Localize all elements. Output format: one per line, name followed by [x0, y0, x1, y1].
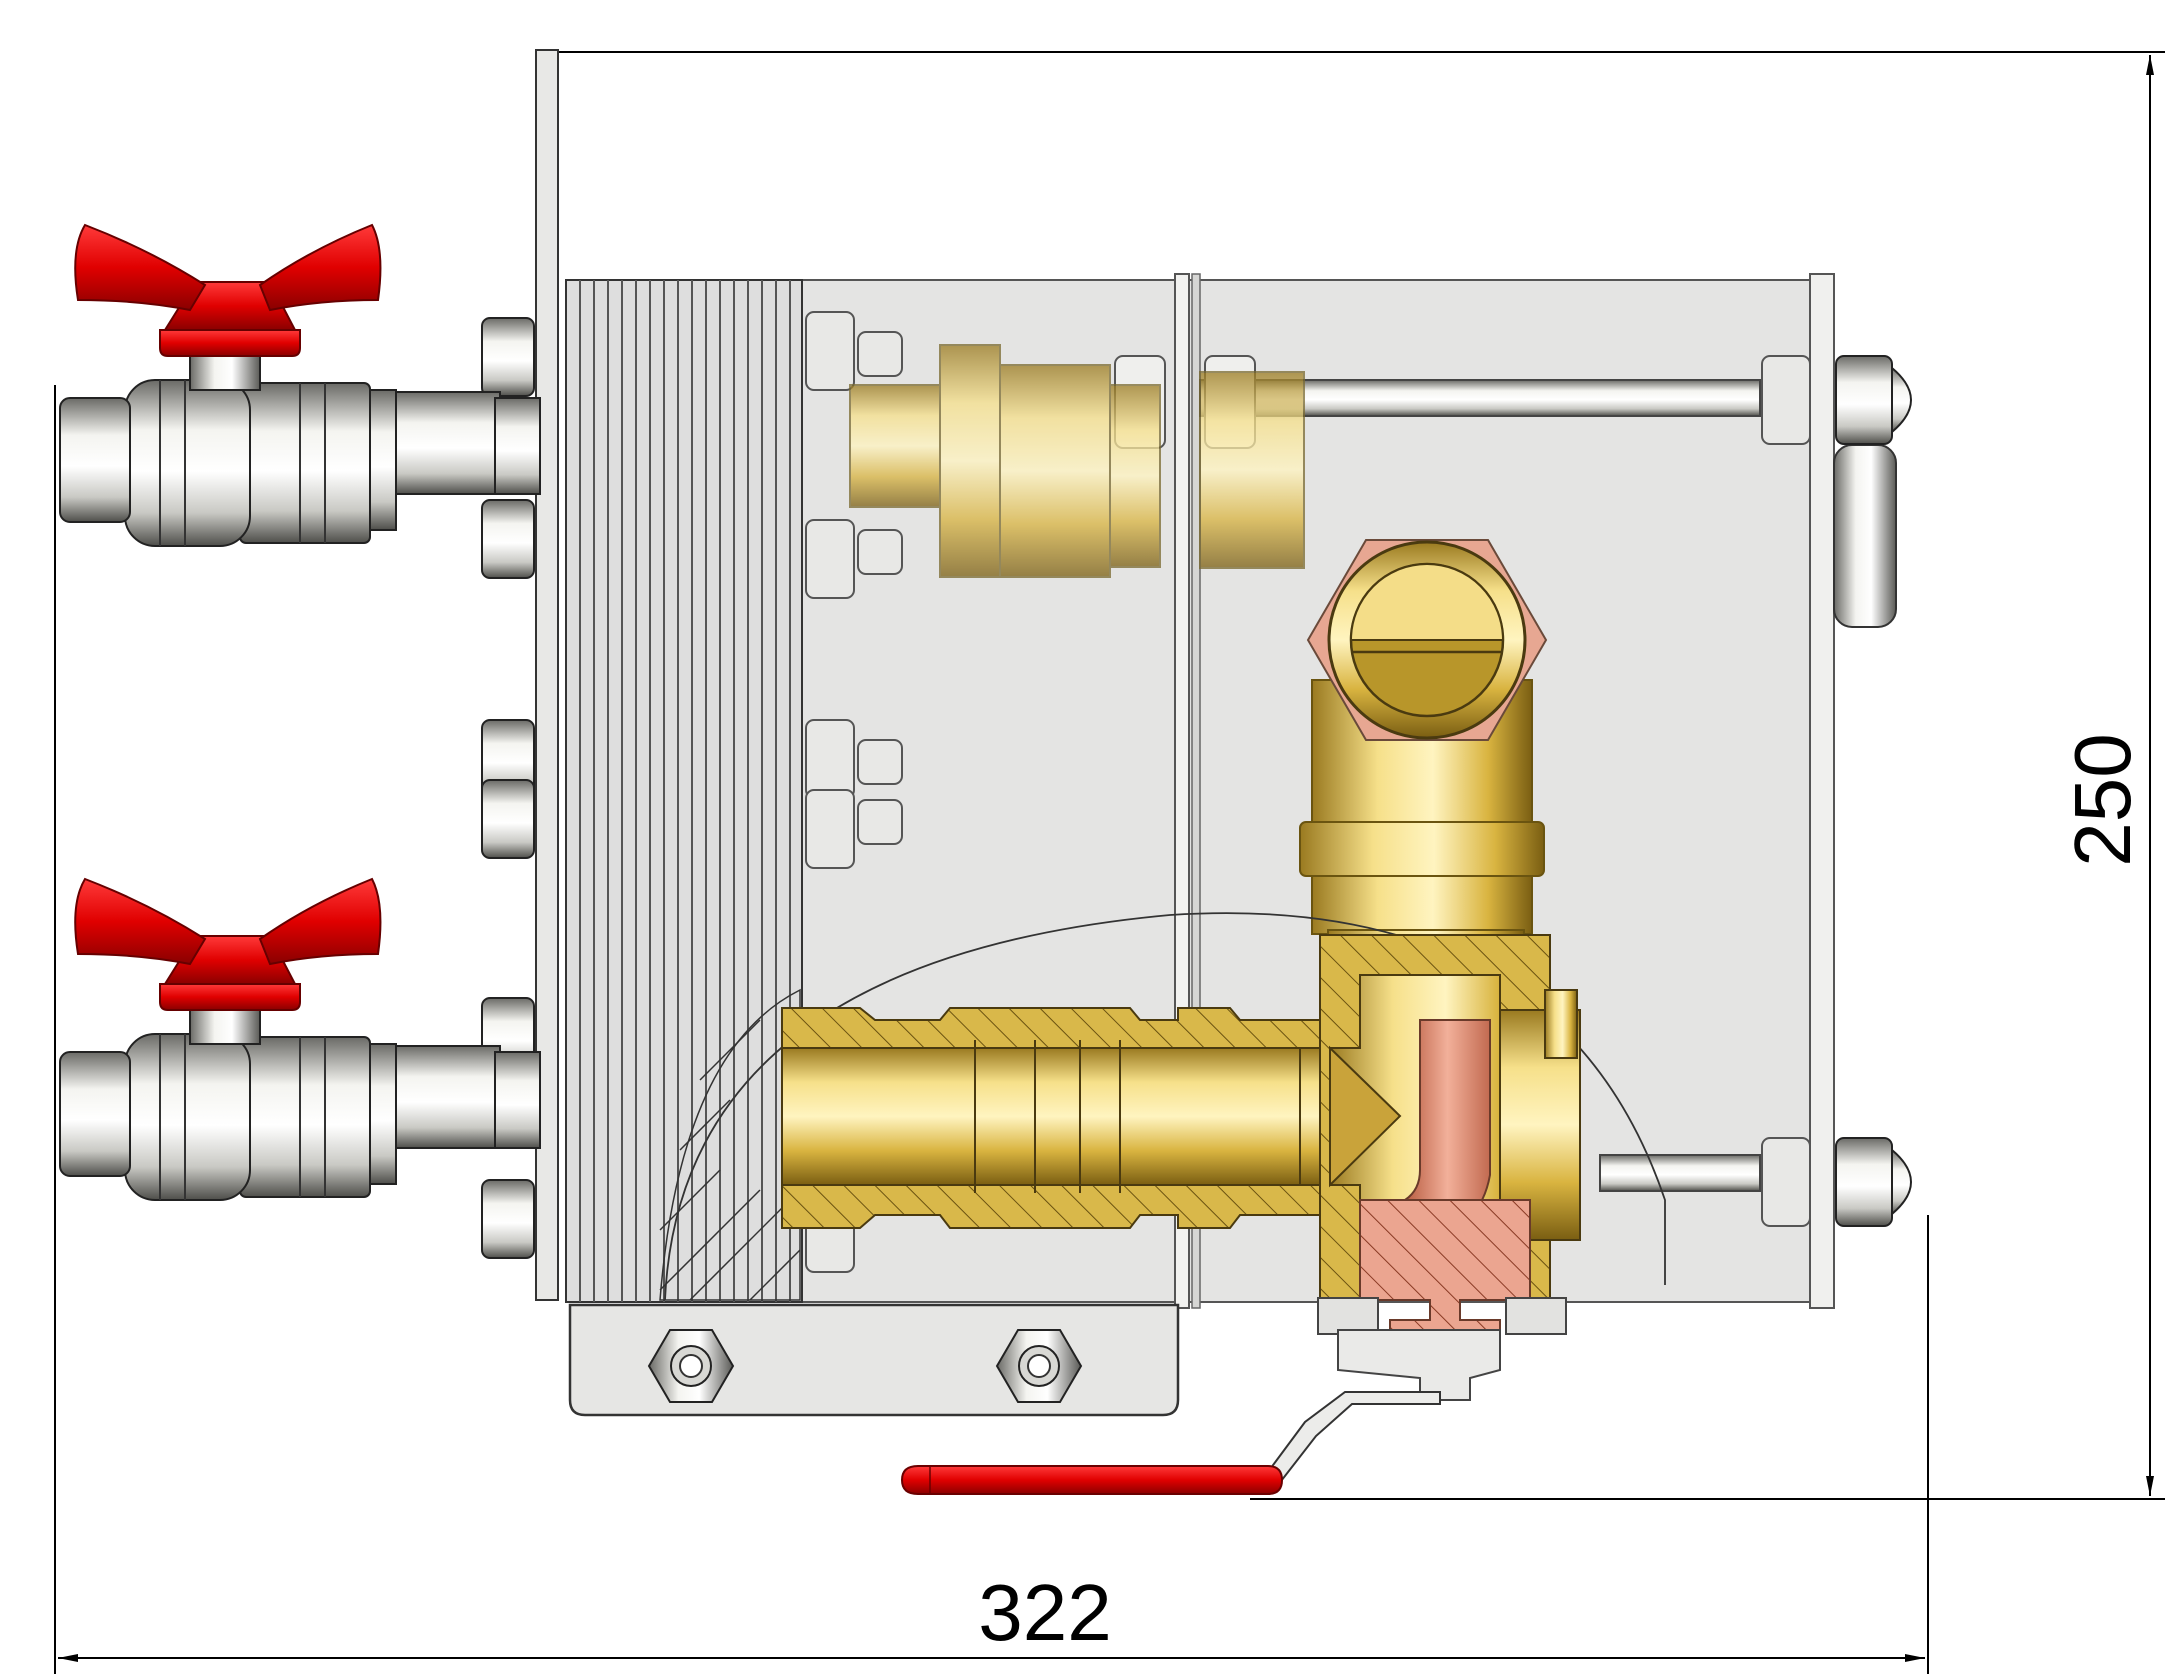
drain-body: [1317, 1297, 1567, 1401]
bracket-nut-left: [647, 1329, 735, 1403]
bracket-nut-right: [995, 1329, 1083, 1403]
exchanger-studs: [481, 311, 903, 1273]
upper-brass-union: [849, 344, 1305, 578]
tie-rod-nut-top: [1761, 355, 1912, 445]
dimension-height-label: 250: [2058, 733, 2147, 866]
drain-valve-handle: [900, 1391, 1441, 1495]
ball-valve-top: [59, 223, 541, 547]
tie-rod-nut-bottom: [1761, 1137, 1912, 1227]
mounting-bracket: [535, 49, 1180, 1417]
ball-valve-bottom: [59, 877, 541, 1201]
dimension-width-label: 322: [978, 1568, 1111, 1657]
dimension-lines: [54, 51, 2165, 1674]
plate-heat-exchanger: [565, 279, 803, 1303]
copper-insert: [1359, 1019, 1531, 1366]
brass-elbow-fitting: [1299, 539, 1548, 973]
